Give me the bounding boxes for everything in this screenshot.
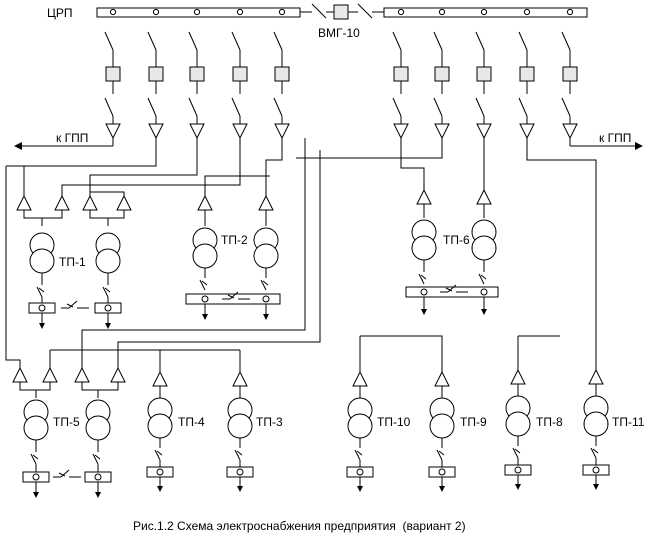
tp11-label: ТП-11 [612,415,645,429]
tp9-label: ТП-9 [460,415,487,429]
bus-coupler [300,3,384,20]
tp3-label: ТП-3 [256,415,283,429]
bus-label: ЦРП [47,6,73,20]
substation-tp11 [582,369,610,491]
feeder-right-label: к ГПП [599,131,631,145]
substation-tp10 [346,371,374,493]
substation-tp4 [146,371,174,493]
feeder-3 [188,8,205,139]
bus-coupler-label: ВМГ-10 [318,26,360,40]
substation-tp9 [428,371,456,493]
substation-tp1 [16,194,132,329]
feeder-9 [518,8,535,139]
tp5-label: ТП-5 [53,415,80,429]
feeder-left-arrow [14,138,114,150]
feeder-4 [231,8,248,139]
feeder-10 [561,8,578,139]
feeder-7 [433,8,450,139]
tp6-label: ТП-6 [443,233,470,247]
diagram-caption: Рис.1.2 Схема электроснабжения предприят… [133,519,466,533]
feeder-right-arrow [569,138,643,150]
tp10-label: ТП-10 [377,415,411,429]
substation-tp2 [185,194,281,320]
feeder-2 [147,8,164,139]
cable-lines [5,138,597,372]
tp8-label: ТП-8 [536,415,563,429]
feeder-1 [104,8,121,139]
feeder-5 [273,8,290,139]
feeder-6 [392,8,409,139]
feeder-left-label: к ГПП [56,131,88,145]
tp2-label: ТП-2 [221,233,248,247]
substation-tp3 [226,371,254,493]
feeder-8 [475,8,492,139]
substation-tp6 [405,188,499,315]
tp1-label: ТП-1 [59,255,86,269]
substation-tp8 [504,369,532,491]
tp4-label: ТП-4 [178,415,205,429]
substation-tp5 [12,366,126,498]
